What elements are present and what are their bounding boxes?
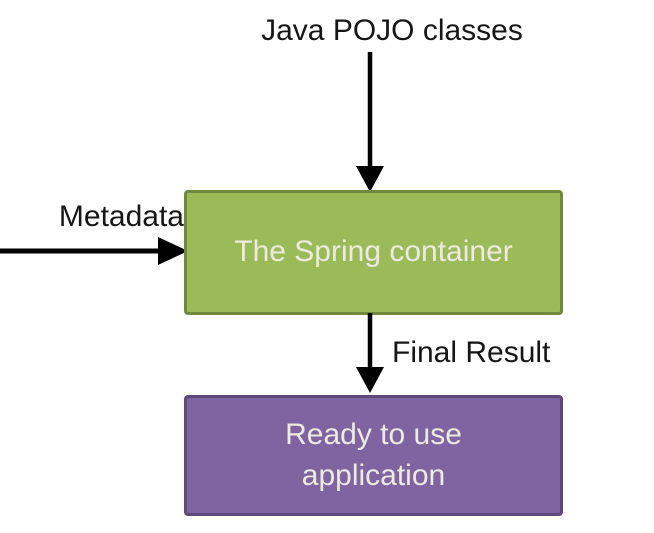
ready-application-line2: application [301,458,446,492]
spring-container-box: The Spring container [184,190,563,315]
final-result-label: Final Result [392,336,551,369]
arrowhead-down-icon [356,166,384,192]
metadata-label: Metadata [58,200,184,233]
arrowhead-down-icon [356,367,384,393]
spring-container-label: The Spring container [234,235,513,269]
arrow-java-pojo-to-container [356,52,384,192]
java-pojo-classes-label: Java POJO classes [261,14,523,47]
arrow-container-to-application [356,313,384,393]
arrow-metadata-to-container [0,237,188,265]
ready-application-box: Ready to use application [184,395,563,516]
ready-application-line1: Ready to use [285,418,462,451]
arrowhead-right-icon [158,237,188,265]
